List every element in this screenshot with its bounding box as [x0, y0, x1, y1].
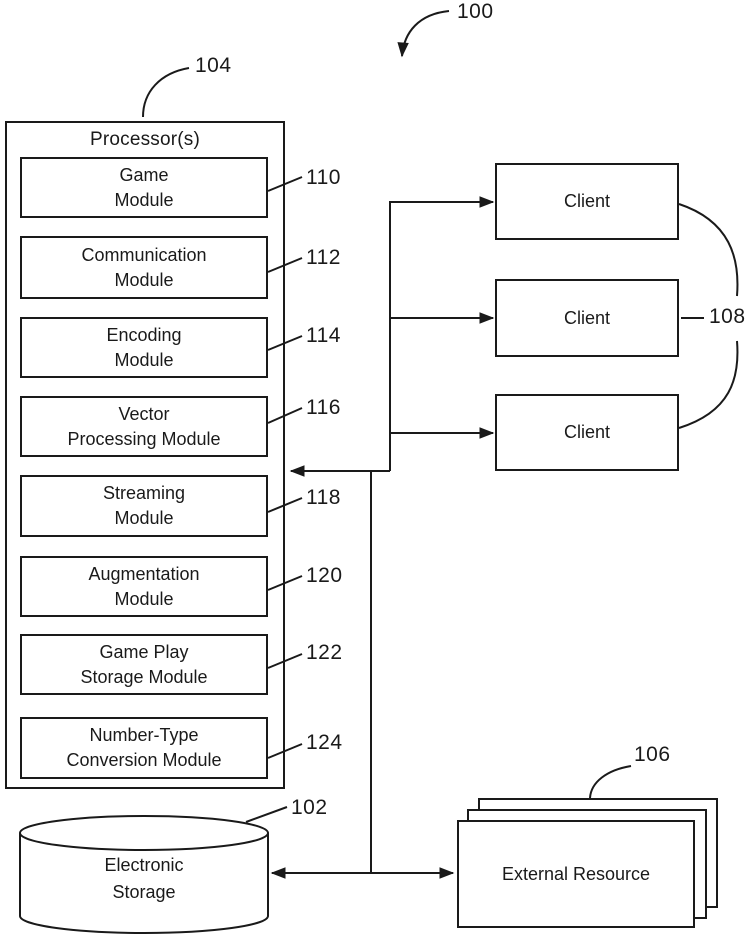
- module-box-game: Game Module: [20, 157, 268, 218]
- ref-120-tick: [267, 575, 303, 591]
- client-box-3: Client: [495, 394, 679, 471]
- trunk-to-client-1-arrow: [389, 196, 495, 471]
- module-label-line1: Encoding: [106, 324, 182, 345]
- module-box-number-type-conversion: Number-Type Conversion Module: [20, 717, 268, 779]
- client-box-1: Client: [495, 163, 679, 240]
- ref-100-leader-arrow: [397, 10, 450, 58]
- ref-122-tick: [267, 653, 303, 669]
- module-box-encoding: Encoding Module: [20, 317, 268, 378]
- module-box-streaming: Streaming Module: [20, 475, 268, 537]
- module-box-communication: Communication Module: [20, 236, 268, 299]
- ref-118-tick: [267, 497, 303, 513]
- external-resource-label: External Resource: [501, 863, 651, 884]
- module-label-line2: Module: [114, 189, 174, 210]
- module-box-game-play-storage: Game Play Storage Module: [20, 634, 268, 695]
- ref-label-114: 114: [306, 324, 341, 347]
- module-label-line2: Module: [114, 269, 174, 290]
- module-label-line1: Streaming: [102, 483, 186, 503]
- module-label-line2: Storage Module: [80, 666, 208, 687]
- ref-label-108: 108: [709, 305, 746, 328]
- storage-label: Electronic Storage: [22, 852, 266, 906]
- client-label: Client: [563, 422, 611, 442]
- module-label-line1: Game: [119, 164, 169, 185]
- ref-102-leader: [245, 806, 288, 823]
- ref-124-tick: [267, 743, 303, 759]
- processor-box: Processor(s): [5, 121, 285, 789]
- storage-label-line2: Storage: [112, 882, 176, 902]
- module-box-vector-processing: Vector Processing Module: [20, 396, 268, 457]
- ref-114-tick: [267, 335, 303, 351]
- module-label-line2: Module: [114, 588, 174, 609]
- ref-label-106: 106: [634, 743, 671, 766]
- ref-112-tick: [267, 257, 303, 273]
- client-label: Client: [563, 307, 611, 328]
- module-box-augmentation: Augmentation Module: [20, 556, 268, 617]
- ref-116-tick: [267, 407, 303, 424]
- module-label-line1: Game Play: [99, 641, 189, 662]
- external-resource-box: External Resource: [457, 820, 695, 928]
- ref-108-lower-arc: [678, 340, 739, 429]
- ref-104-leader: [142, 67, 190, 118]
- storage-cylinder: [19, 815, 269, 934]
- module-label-line2: Module: [114, 508, 174, 528]
- module-label-line2: Processing Module: [67, 428, 221, 449]
- client-label: Client: [563, 191, 611, 211]
- ref-label-104: 104: [195, 54, 232, 77]
- module-label-line1: Augmentation: [88, 563, 200, 584]
- module-label-line1: Number-Type: [89, 725, 199, 745]
- ref-label-122: 122: [306, 641, 343, 664]
- ref-label-124: 124: [306, 731, 343, 754]
- ref-label-102: 102: [291, 796, 328, 819]
- ref-110-tick: [267, 176, 303, 192]
- module-label-line1: Vector: [118, 403, 170, 424]
- module-label-line1: Communication: [81, 244, 207, 265]
- module-label-line2: Module: [114, 349, 174, 370]
- storage-label-line1: Electronic: [104, 855, 184, 875]
- module-label-line2: Conversion Module: [66, 750, 222, 770]
- ref-label-118: 118: [306, 486, 341, 509]
- ref-108-upper-arc: [678, 203, 739, 297]
- ref-label-120: 120: [306, 564, 343, 587]
- ref-label-112: 112: [306, 246, 341, 269]
- ref-label-100: 100: [457, 0, 494, 23]
- ref-label-116: 116: [306, 396, 341, 419]
- ref-106-leader: [589, 765, 632, 799]
- ref-label-110: 110: [306, 166, 341, 189]
- client-box-2: Client: [495, 279, 679, 357]
- processor-title: Processor(s): [89, 129, 201, 150]
